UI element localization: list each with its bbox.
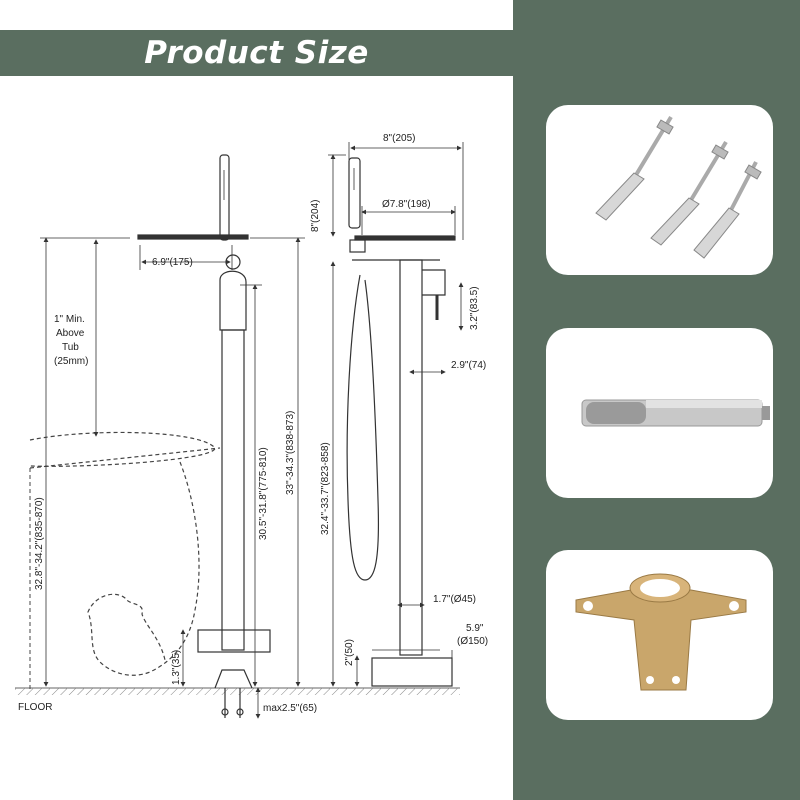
page-title: Product Size bbox=[144, 35, 369, 71]
bathtub-outline bbox=[29, 431, 221, 676]
accessories-panel bbox=[513, 0, 800, 800]
diagram-panel: Product Size FLOOR bbox=[0, 30, 513, 719]
title-banner: Product Size bbox=[0, 30, 513, 76]
accessory-card-mounting-base bbox=[546, 550, 773, 720]
dimension-drawing: FLOOR bbox=[15, 133, 488, 719]
dim-base-diameter-line2: (Ø150) bbox=[457, 636, 488, 647]
dim-base-height: 2"(50) bbox=[344, 639, 355, 666]
tub-note-line3: Tub bbox=[62, 342, 79, 353]
tub-note-line2: Above bbox=[56, 328, 85, 339]
dim-bolt-depth: max2.5"(65) bbox=[263, 703, 317, 714]
dim-spout-diameter: Ø7.8"(198) bbox=[382, 199, 431, 210]
dim-shower-height: 8"(204) bbox=[310, 200, 321, 232]
hand-shower-head-image bbox=[581, 399, 770, 427]
mounting-base-image bbox=[575, 573, 747, 691]
expansion-bolts-image bbox=[595, 115, 762, 259]
dim-side-spout-height: 32.4"-33.7"(823-858) bbox=[320, 442, 331, 535]
faucet-front-view bbox=[137, 154, 271, 718]
dim-handle-reach: 2.9"(74) bbox=[451, 360, 486, 371]
dim-cover-height: 1.3"(35) bbox=[171, 650, 182, 685]
tub-note-line4: (25mm) bbox=[54, 356, 88, 367]
dim-handle-length: 3.2"(83.5) bbox=[469, 286, 480, 330]
dim-handle-height: 30.5"-31.8"(775-810) bbox=[258, 447, 269, 540]
accessory-card-hand-shower-head bbox=[546, 328, 773, 498]
dim-total-height: 32.8"-34.2"(835-870) bbox=[34, 497, 45, 590]
floor-line bbox=[15, 687, 460, 695]
dim-pipe-diameter: 1.7"(Ø45) bbox=[433, 594, 476, 605]
floor-label: FLOOR bbox=[18, 702, 52, 713]
dim-base-diameter-line1: 5.9" bbox=[466, 623, 484, 634]
tub-note-line1: 1" Min. bbox=[54, 314, 85, 325]
dim-spout-height: 33"-34.3"(838-873) bbox=[285, 411, 296, 495]
accessory-card-expansion-bolts bbox=[546, 105, 773, 275]
faucet-side-view bbox=[346, 157, 456, 687]
dim-spout-length: 8"(205) bbox=[383, 133, 415, 144]
dim-handle-offset: 6.9"(175) bbox=[152, 257, 193, 268]
